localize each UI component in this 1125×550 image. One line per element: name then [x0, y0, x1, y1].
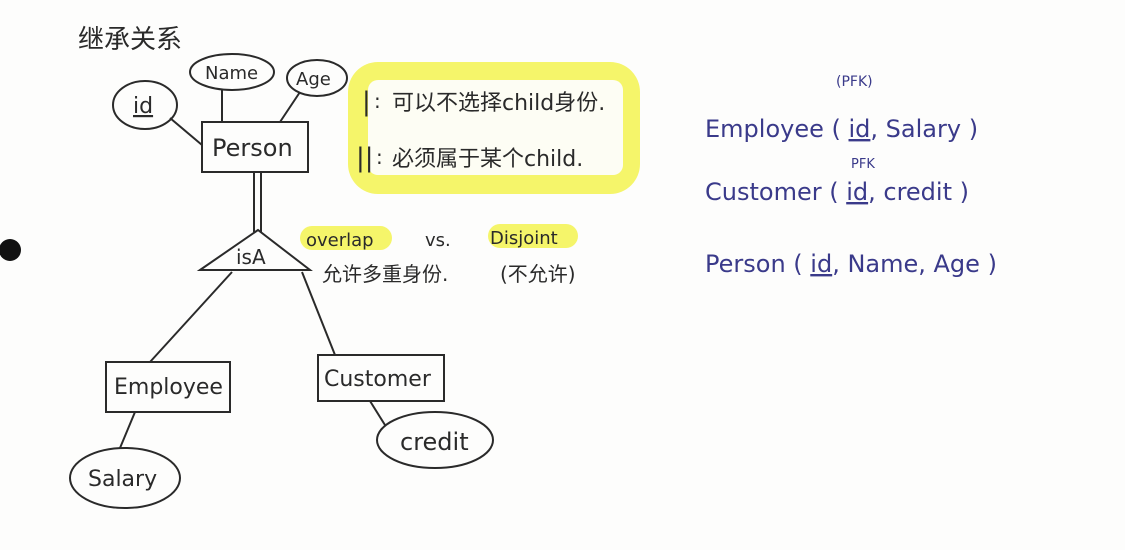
attr-age: Age	[296, 69, 331, 90]
employee-entity	[105, 361, 231, 413]
relation-name: Customer	[705, 178, 822, 206]
relation-name: Person	[705, 250, 786, 278]
customer-label: Customer	[324, 367, 432, 392]
attr-id-ellipse	[112, 80, 178, 130]
attr-name-ellipse	[189, 53, 275, 91]
relation-customer: PFK Customer ( id, credit )	[705, 157, 969, 206]
relation-rest: , credit	[868, 178, 952, 206]
relation-note: (PFK)	[836, 74, 873, 90]
note-colon-1: :	[374, 89, 381, 113]
relation-rest: , Salary	[870, 115, 961, 143]
attr-age-ellipse	[286, 59, 348, 97]
attr-salary: Salary	[88, 467, 157, 492]
relation-rest: , Name, Age	[832, 250, 980, 278]
title: 继承关系	[78, 25, 182, 55]
svg-text:Customer ( id, credit ): Customer ( id, credit )	[705, 178, 969, 206]
attr-name: Name	[205, 63, 258, 84]
overlap-label: overlap	[306, 230, 374, 251]
relation-key: id	[810, 250, 832, 278]
note-line1: 可以不选择child身份.	[392, 91, 605, 116]
employee-label: Employee	[114, 375, 223, 400]
attr-id: id	[133, 94, 153, 119]
attr-credit-ellipse	[376, 411, 494, 469]
relation-employee: (PFK) Employee ( id, Salary )	[705, 74, 978, 143]
customer-entity	[317, 354, 445, 402]
vs-label: vs.	[425, 230, 451, 251]
overlap-desc: 允许多重身份.	[322, 262, 448, 286]
isa-triangle	[196, 228, 313, 271]
double-line-mark: ||	[356, 143, 374, 173]
attr-credit: credit	[400, 428, 469, 456]
note-colon-2: :	[376, 145, 383, 169]
note-line2: 必须属于某个child.	[392, 147, 583, 172]
relation-key: id	[846, 178, 868, 206]
relation-key: id	[849, 115, 871, 143]
relation-note: PFK	[851, 157, 875, 172]
person-label: Person	[212, 134, 293, 162]
attr-salary-ellipse	[69, 447, 181, 509]
svg-text:Person ( id, Name, Age ): Person ( id, Name, Age )	[705, 250, 997, 278]
disjoint-label: Disjoint	[490, 228, 558, 249]
isa-label: isA	[236, 245, 266, 269]
cursor-dot	[0, 239, 21, 261]
relation-person: Person ( id, Name, Age )	[705, 250, 997, 278]
single-line-mark: |	[362, 87, 371, 117]
relation-name: Employee	[705, 115, 824, 143]
disjoint-desc: (不允许)	[500, 262, 576, 286]
svg-text:Employee ( id, Salary ): Employee ( id, Salary )	[705, 115, 978, 143]
